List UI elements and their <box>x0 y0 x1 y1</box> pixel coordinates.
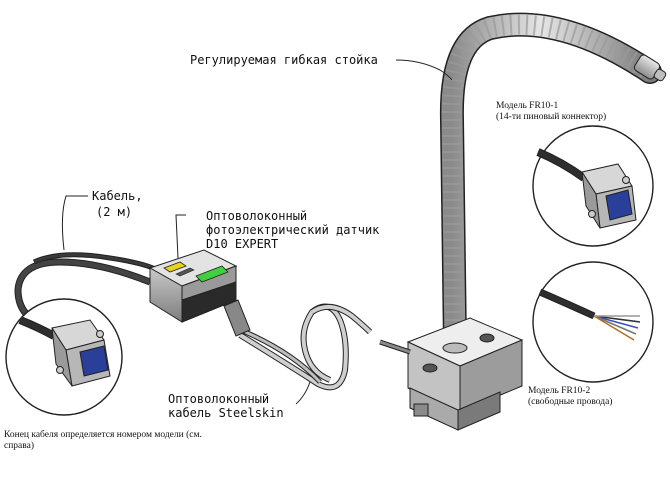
cable-label-line1: Кабель, <box>92 189 143 203</box>
model2-label-line1: Модель FR10-2 <box>528 386 591 396</box>
fr10-1-connector-detail <box>532 125 654 247</box>
model1-label-line1: Модель FR10-1 <box>496 101 559 111</box>
gooseneck-label: Регулируемая гибкая стойка <box>190 53 378 67</box>
fr10-2-flying-leads-detail <box>532 261 654 383</box>
sensor-label-line3: D10 EXPERT <box>206 237 279 251</box>
model1-label-line2: (14-ти пиновый коннектор) <box>496 112 607 122</box>
mounting-base <box>406 317 524 431</box>
cable-end-note-line1: Конец кабеля определяется номером модели… <box>4 430 202 440</box>
cable-end-note-line2: справа) <box>4 441 35 451</box>
d10-expert-sensor <box>148 249 251 337</box>
fiber-label-line1: Оптоволоконный <box>168 392 270 406</box>
gooseneck-stand <box>439 12 667 357</box>
cable-label-line2: (2 м) <box>96 205 133 219</box>
leader-lines <box>61 59 453 405</box>
cable-end-connector-detail <box>5 298 123 416</box>
steelskin-fiber-cable <box>235 303 411 391</box>
fiber-label-line2: кабель Steelskin <box>168 406 284 420</box>
gooseneck-tip <box>633 54 667 82</box>
model2-label-line2: (свободные провода) <box>528 397 613 407</box>
sensor-label-line2: фотоэлектрический датчик <box>206 223 380 237</box>
sensor-label-line1: Оптоволоконный <box>206 209 308 223</box>
